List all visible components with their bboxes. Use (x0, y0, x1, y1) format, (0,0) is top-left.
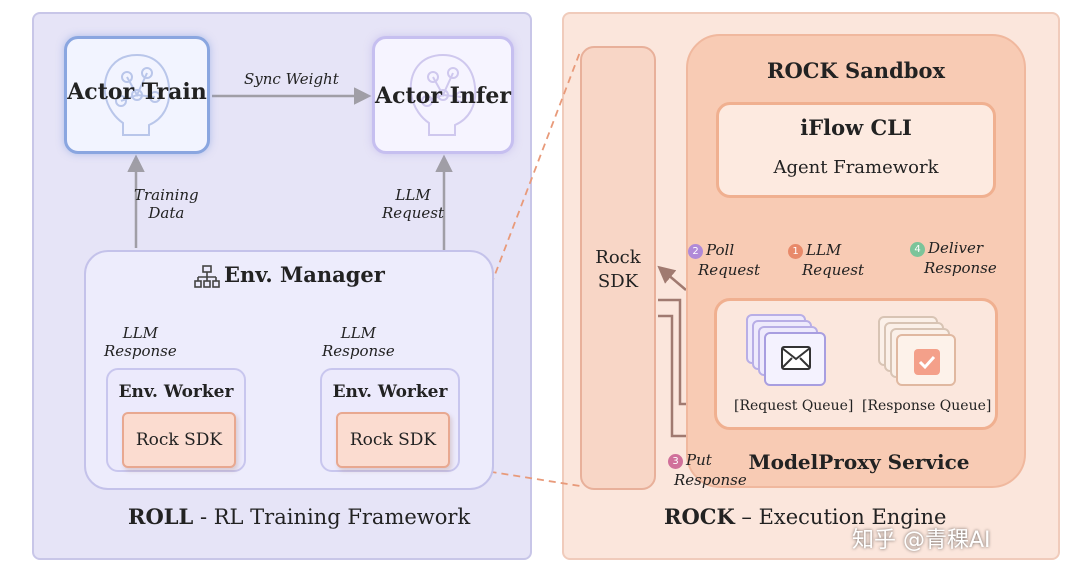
actor-infer-box: Actor Infer (372, 36, 514, 154)
rock-sdk-left-box: Rock SDK (122, 412, 236, 468)
checkbox-icon (914, 349, 940, 375)
org-chart-icon (194, 265, 220, 288)
llm-response-right-line1: LLM (340, 324, 377, 342)
request-card-front (764, 332, 826, 386)
step4-badge: 4 (910, 242, 925, 257)
llm-response-left-line1: LLM (122, 324, 159, 342)
rock-sdk-column-label: Rock SDK (580, 246, 656, 294)
rock-sdk-column-line2: SDK (597, 271, 639, 292)
rock-caption-rest: – Execution Engine (734, 505, 947, 529)
roll-caption-rest: - RL Training Framework (193, 505, 471, 529)
actor-train-box: Actor Train (64, 36, 210, 154)
iflow-cli-title: iFlow CLI (800, 115, 912, 140)
llm-request-line2: Request (382, 204, 445, 222)
actor-infer-label: Actor Infer (375, 83, 511, 109)
brain-network-icon (409, 53, 477, 136)
rock-sdk-right-box: Rock SDK (336, 412, 450, 468)
sync-weight-label: Sync Weight (244, 70, 339, 88)
step4-line2: Response (924, 259, 997, 277)
llm-response-right-label: LLM Response (322, 324, 395, 360)
env-manager-label: Env. Manager (224, 262, 385, 287)
agent-framework-label: Agent Framework (773, 157, 939, 178)
step3-line1: Put (686, 451, 712, 469)
step2-badge: 2 (688, 244, 703, 259)
step1-line2: Request (802, 261, 865, 279)
rock-sdk-column-line1: Rock (595, 247, 641, 268)
training-data-label: Training Data (134, 186, 199, 222)
rock-caption-bold: ROCK (664, 504, 735, 529)
llm-request-label: LLM Request (382, 186, 444, 222)
brain-network-icon (103, 53, 171, 136)
env-worker-left-label: Env. Worker (118, 382, 234, 402)
llm-request-line1: LLM (395, 186, 431, 204)
rock-sdk-left-label: Rock SDK (135, 430, 223, 450)
poll-request-arrow (657, 265, 687, 291)
rock-sdk-right-label: Rock SDK (349, 430, 437, 450)
step3-line2: Response (674, 471, 747, 489)
rock-sdk-column (580, 46, 656, 490)
env-worker-right-label: Env. Worker (332, 382, 448, 402)
step1-line1: LLM (806, 241, 842, 259)
roll-caption: ROLL - RL Training Framework (128, 504, 470, 529)
rock-caption: ROCK – Execution Engine (664, 504, 946, 529)
response-queue-label: [Response Queue] (862, 398, 992, 414)
step3-badge: 3 (668, 454, 683, 469)
modelproxy-title: ModelProxy Service (748, 450, 970, 474)
rock-sandbox-title: ROCK Sandbox (767, 58, 945, 83)
response-card-front (896, 334, 956, 386)
request-queue-label: [Request Queue] (734, 398, 854, 414)
envelope-icon (781, 346, 811, 370)
llm-response-left-line2: Response (104, 342, 177, 360)
roll-caption-bold: ROLL (128, 504, 194, 529)
llm-response-right-line2: Response (322, 342, 395, 360)
step1-badge: 1 (788, 244, 803, 259)
training-data-line2: Data (148, 204, 185, 222)
step2-line1: Poll (706, 241, 735, 259)
actor-train-label: Actor Train (67, 79, 207, 105)
iflow-cli-box: iFlow CLI Agent Framework (716, 102, 996, 198)
step2-line2: Request (698, 261, 761, 279)
step4-line1: Deliver (928, 239, 984, 257)
llm-response-left-label: LLM Response (104, 324, 177, 360)
training-data-line1: Training (134, 186, 199, 204)
watermark-text: 知乎 @青稞AI (852, 528, 991, 553)
